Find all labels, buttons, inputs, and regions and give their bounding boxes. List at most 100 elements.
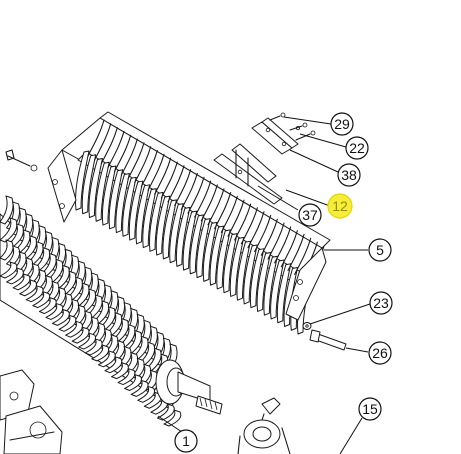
comb-tine-upper bbox=[180, 172, 198, 211]
rotor-tine bbox=[111, 362, 129, 380]
rotor-tine bbox=[71, 326, 90, 344]
comb-tine bbox=[249, 248, 265, 309]
rotor-tine bbox=[6, 223, 24, 249]
rotor-tine bbox=[19, 279, 37, 297]
comb-tine bbox=[122, 176, 137, 237]
rotor-tine bbox=[117, 324, 136, 350]
rotor-tine bbox=[65, 276, 83, 302]
comb-tine-upper bbox=[174, 169, 192, 207]
callout-38: 38 bbox=[337, 163, 361, 187]
rotor-tine bbox=[117, 368, 136, 386]
callout-23: 23 bbox=[369, 291, 393, 315]
callout-label-23: 23 bbox=[373, 295, 389, 311]
comb-tine-upper bbox=[260, 218, 278, 256]
comb-tine-upper bbox=[120, 138, 138, 176]
rotor-tine bbox=[78, 332, 97, 350]
rotor-tine bbox=[12, 273, 31, 291]
comb-tine bbox=[196, 218, 211, 279]
rotor-tine bbox=[58, 314, 77, 332]
comb-tine bbox=[276, 263, 292, 324]
comb-tine-upper bbox=[87, 119, 105, 157]
comb-tine-upper bbox=[187, 176, 205, 214]
rotor-tine bbox=[51, 264, 70, 290]
comb-tine bbox=[182, 210, 198, 271]
rotor-tine bbox=[97, 350, 116, 368]
comb-tine bbox=[229, 236, 245, 297]
rotor-tine bbox=[124, 329, 142, 355]
comb-tine bbox=[128, 180, 144, 241]
comb-tine-upper bbox=[100, 127, 118, 165]
comb-tine-upper bbox=[194, 180, 212, 218]
rotor-tine bbox=[58, 270, 77, 296]
comb-tine bbox=[189, 214, 204, 275]
callout-37: 37 bbox=[298, 203, 322, 227]
comb-tine bbox=[142, 188, 157, 249]
comb-tine bbox=[223, 233, 238, 294]
comb-tine-upper bbox=[154, 157, 172, 195]
comb-tine-upper bbox=[240, 207, 258, 245]
rotor-tine bbox=[130, 335, 149, 361]
comb-tine-upper bbox=[234, 203, 252, 241]
callout-5: 5 bbox=[368, 238, 392, 262]
rotor-tine bbox=[0, 195, 14, 225]
comb-tine-upper bbox=[147, 153, 165, 191]
rotor-tine bbox=[91, 344, 110, 362]
comb-tine bbox=[135, 184, 151, 245]
comb-tine-upper bbox=[220, 195, 238, 233]
callout-label-38: 38 bbox=[341, 167, 357, 183]
screws-top bbox=[269, 112, 316, 141]
washer-23 bbox=[302, 322, 312, 330]
rotor-tine bbox=[19, 235, 37, 261]
comb-tine-upper bbox=[280, 230, 298, 268]
rotor-tine bbox=[38, 297, 57, 315]
comb-tine bbox=[155, 195, 171, 256]
comb-tine-upper bbox=[214, 191, 232, 230]
comb-tine bbox=[169, 203, 184, 264]
rotor-tine bbox=[0, 217, 18, 243]
rotor-tine bbox=[38, 253, 57, 279]
callout-label-5: 5 bbox=[376, 242, 384, 258]
rotor-tine bbox=[137, 341, 156, 367]
comb-tine bbox=[175, 206, 191, 267]
comb-tine bbox=[108, 169, 124, 230]
rotor-tine bbox=[111, 318, 129, 344]
callout-26: 26 bbox=[368, 341, 392, 365]
gearbox bbox=[0, 369, 63, 454]
rotor-tine bbox=[156, 403, 175, 421]
comb-tine bbox=[88, 158, 103, 219]
comb-tine-upper bbox=[140, 149, 158, 188]
comb-tines bbox=[75, 119, 325, 335]
comb-tine-upper bbox=[160, 161, 178, 199]
callout-label-15: 15 bbox=[362, 401, 378, 417]
comb-tine-upper bbox=[227, 199, 245, 237]
comb-tine bbox=[75, 150, 90, 211]
comb-tine bbox=[115, 173, 130, 234]
comb-tine bbox=[263, 255, 278, 316]
comb-tine bbox=[162, 199, 177, 260]
drive-bracket bbox=[237, 397, 291, 454]
comb-tine bbox=[81, 154, 97, 215]
rotor-tine bbox=[25, 285, 44, 303]
rotor-tine bbox=[32, 291, 51, 309]
rotor-tine bbox=[130, 379, 149, 397]
rotor-tine bbox=[78, 288, 97, 314]
comb-tine bbox=[216, 229, 231, 290]
callout-1: 1 bbox=[174, 429, 198, 453]
comb-tine-upper bbox=[134, 146, 152, 184]
comb-tine bbox=[149, 191, 164, 252]
callout-22: 22 bbox=[345, 136, 369, 160]
rotor-tine bbox=[6, 267, 24, 285]
comb-tine bbox=[256, 251, 272, 312]
leader-lines bbox=[157, 116, 371, 454]
rotor-tine bbox=[0, 261, 18, 279]
comb-tine-upper bbox=[127, 142, 145, 180]
comb-tine-upper bbox=[287, 233, 305, 272]
comb-tine-upper bbox=[294, 237, 312, 275]
comb-tine-upper bbox=[267, 222, 285, 260]
rotor-tine bbox=[45, 258, 64, 284]
bolt-left bbox=[5, 149, 38, 172]
callout-label-26: 26 bbox=[372, 345, 388, 361]
rotor-tine bbox=[71, 282, 90, 308]
callout-15: 15 bbox=[358, 397, 382, 421]
comb-tine bbox=[209, 225, 225, 286]
